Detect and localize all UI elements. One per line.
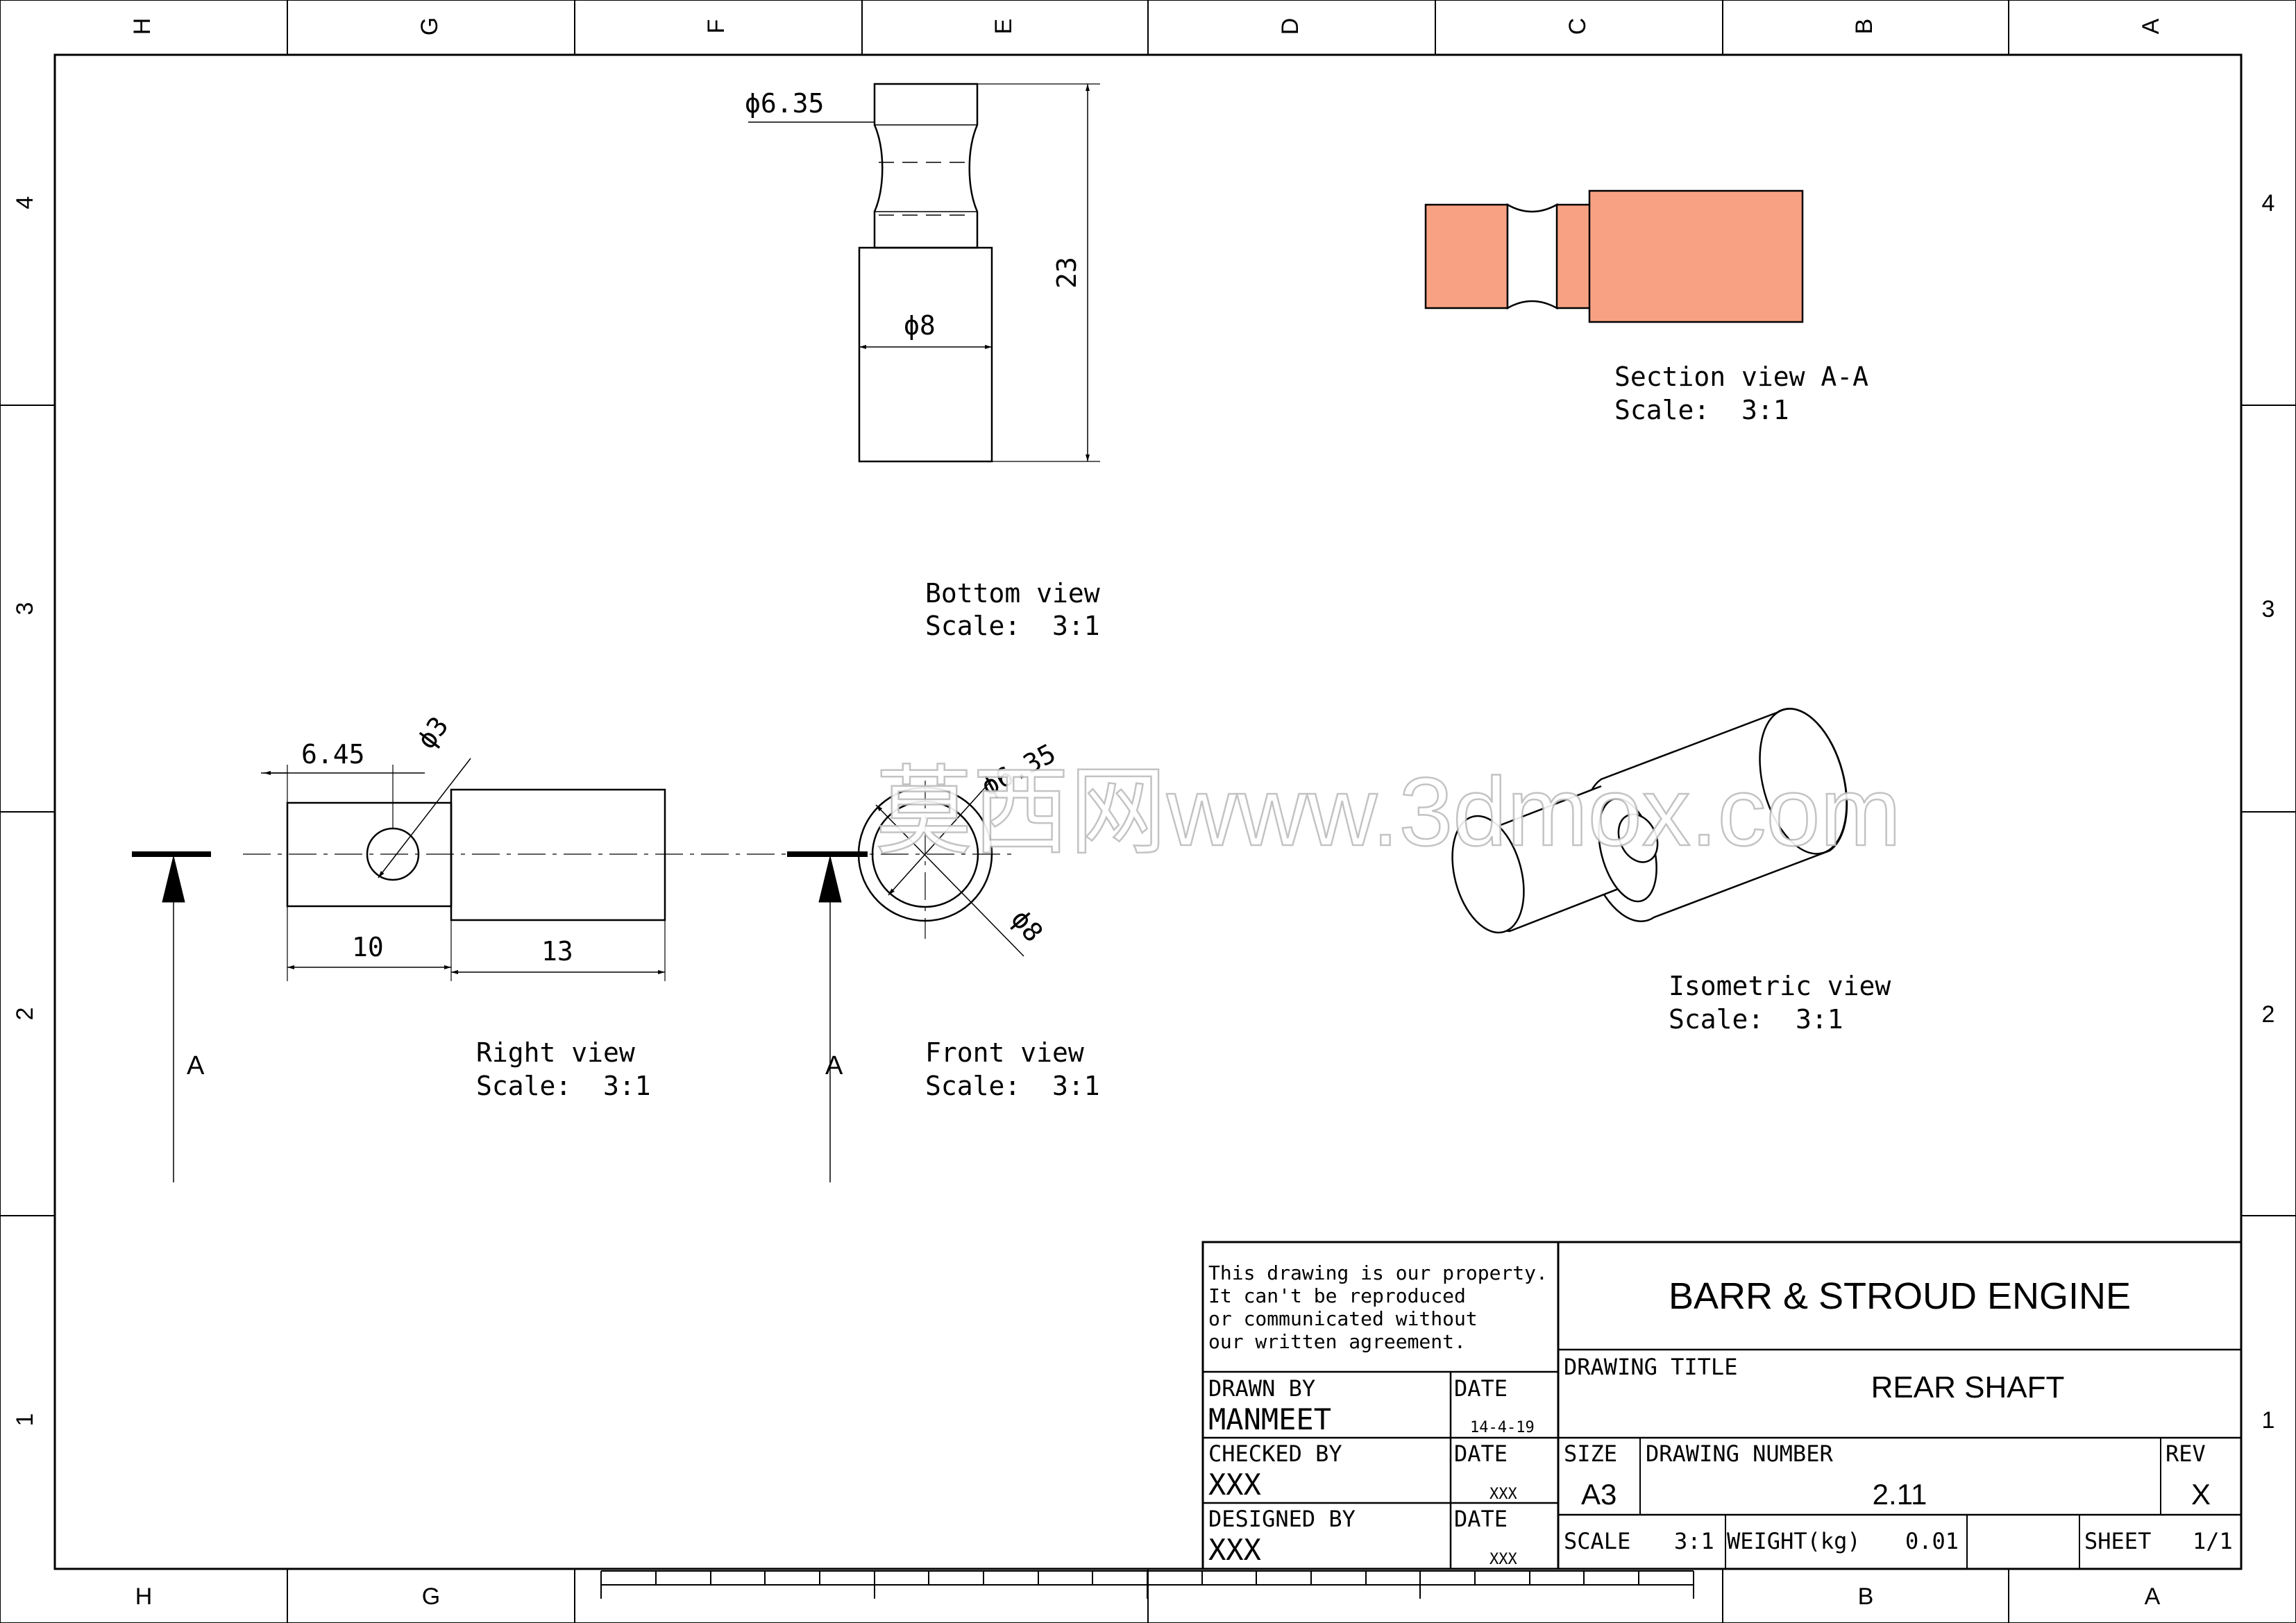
zone-label-top-h: H — [129, 18, 155, 35]
drawn-by-label: DRAWN BY — [1208, 1375, 1315, 1402]
zone-label-right-2: 2 — [2262, 1001, 2275, 1028]
zone-label-bottom-h: H — [135, 1583, 153, 1610]
zone-label-top-b: B — [1851, 19, 1877, 35]
right-view-length-small: 10 — [352, 932, 384, 962]
checked-by-value: XXX — [1208, 1468, 1261, 1502]
title-block — [1201, 1241, 2243, 1570]
right-view-hole-diameter: ϕ3 — [411, 711, 455, 754]
zone-label-left-4: 4 — [12, 196, 38, 210]
notice-line-2: It can't be reproduced — [1208, 1284, 1466, 1307]
right-view-hole-offset: 6.45 — [301, 739, 365, 770]
zone-label-bottom-a: A — [2145, 1583, 2161, 1610]
zone-label-right-4: 4 — [2262, 190, 2275, 216]
checked-by-label: CHECKED BY — [1208, 1441, 1342, 1467]
section-view-scale: Scale: 3:1 — [1614, 395, 1789, 425]
notice-line-4: our written agreement. — [1208, 1330, 1466, 1353]
zone-labels: H G F E D C B A H G B A 4 3 2 1 4 3 2 1 — [12, 17, 2274, 1610]
right-view-scale: Scale: 3:1 — [476, 1071, 651, 1101]
sheet-value: 1/1 — [2193, 1528, 2233, 1554]
weight-label: WEIGHT(kg) — [1727, 1528, 1861, 1554]
scale-value: 3:1 — [1674, 1528, 1714, 1554]
scale-label: SCALE — [1564, 1528, 1630, 1554]
weight-value: 0.01 — [1905, 1528, 1959, 1554]
notice-line-3: or communicated without — [1208, 1307, 1478, 1330]
front-view-outer-diameter: ϕ8 — [1005, 904, 1049, 948]
zone-label-top-e: E — [990, 19, 1017, 35]
zone-label-top-c: C — [1564, 18, 1591, 35]
front-view-scale: Scale: 3:1 — [925, 1071, 1100, 1101]
section-view — [1424, 189, 1804, 323]
drawn-date-value: 14-4-19 — [1470, 1419, 1535, 1436]
size-label: SIZE — [1564, 1441, 1617, 1467]
designed-by-value: XXX — [1208, 1533, 1261, 1567]
zone-label-bottom-b: B — [1858, 1583, 1874, 1610]
bottom-view-large-diameter: ϕ8 — [904, 310, 936, 341]
bottom-view-length: 23 — [1052, 257, 1082, 289]
drawn-date-label: DATE — [1454, 1375, 1508, 1402]
section-marker-left-label: A — [187, 1051, 205, 1080]
zone-label-left-1: 1 — [12, 1413, 38, 1427]
rev-value: X — [2191, 1478, 2211, 1511]
drawn-by-value: MANMEET — [1208, 1402, 1331, 1436]
zone-label-top-a: A — [2138, 18, 2164, 34]
zone-label-left-2: 2 — [12, 1008, 38, 1021]
front-view — [835, 779, 1024, 957]
size-value: A3 — [1581, 1478, 1617, 1511]
drawing-number-label: DRAWING NUMBER — [1646, 1441, 1833, 1467]
bottom-view-small-diameter: ϕ6.35 — [745, 88, 824, 119]
front-view-title: Front view — [925, 1037, 1084, 1068]
bottom-view — [748, 83, 1100, 463]
right-view-title: Right view — [476, 1037, 635, 1068]
zone-label-top-g: G — [416, 17, 443, 35]
zone-label-right-3: 3 — [2262, 596, 2275, 622]
bottom-view-title: Bottom view — [925, 578, 1100, 609]
sheet-label: SHEET — [2084, 1528, 2151, 1554]
drawing-title-label: DRAWING TITLE — [1564, 1354, 1737, 1380]
section-cut-markers — [132, 851, 868, 1182]
isometric-view-scale: Scale: 3:1 — [1669, 1004, 1843, 1035]
zone-label-bottom-g: G — [422, 1583, 440, 1610]
zone-label-top-f: F — [703, 19, 729, 34]
company-name: BARR & STROUD ENGINE — [1669, 1275, 2131, 1317]
scale-ruler — [600, 1570, 1694, 1599]
designed-date-label: DATE — [1454, 1506, 1508, 1532]
zone-label-right-1: 1 — [2262, 1407, 2275, 1434]
isometric-view-title: Isometric view — [1669, 971, 1891, 1001]
checked-date-label: DATE — [1454, 1441, 1508, 1467]
drawing-number-value: 2.11 — [1873, 1478, 1927, 1511]
right-view-length-large: 13 — [541, 936, 573, 967]
designed-by-label: DESIGNED BY — [1208, 1506, 1356, 1532]
watermark: 莫西网www.3dmox.com — [875, 757, 1901, 866]
section-view-title: Section view A-A — [1614, 362, 1868, 392]
rev-label: REV — [2166, 1441, 2206, 1467]
zone-label-top-d: D — [1277, 18, 1303, 35]
drawing-title: REAR SHAFT — [1871, 1370, 2065, 1404]
isometric-view — [1451, 707, 1848, 934]
checked-date-value: XXX — [1489, 1486, 1517, 1503]
designed-date-value: XXX — [1489, 1551, 1517, 1568]
notice-line-1: This drawing is our property. — [1208, 1261, 1548, 1284]
right-view — [243, 758, 798, 981]
zone-label-left-3: 3 — [12, 602, 38, 615]
bottom-view-scale: Scale: 3:1 — [925, 611, 1100, 641]
section-marker-right-label: A — [825, 1051, 843, 1080]
